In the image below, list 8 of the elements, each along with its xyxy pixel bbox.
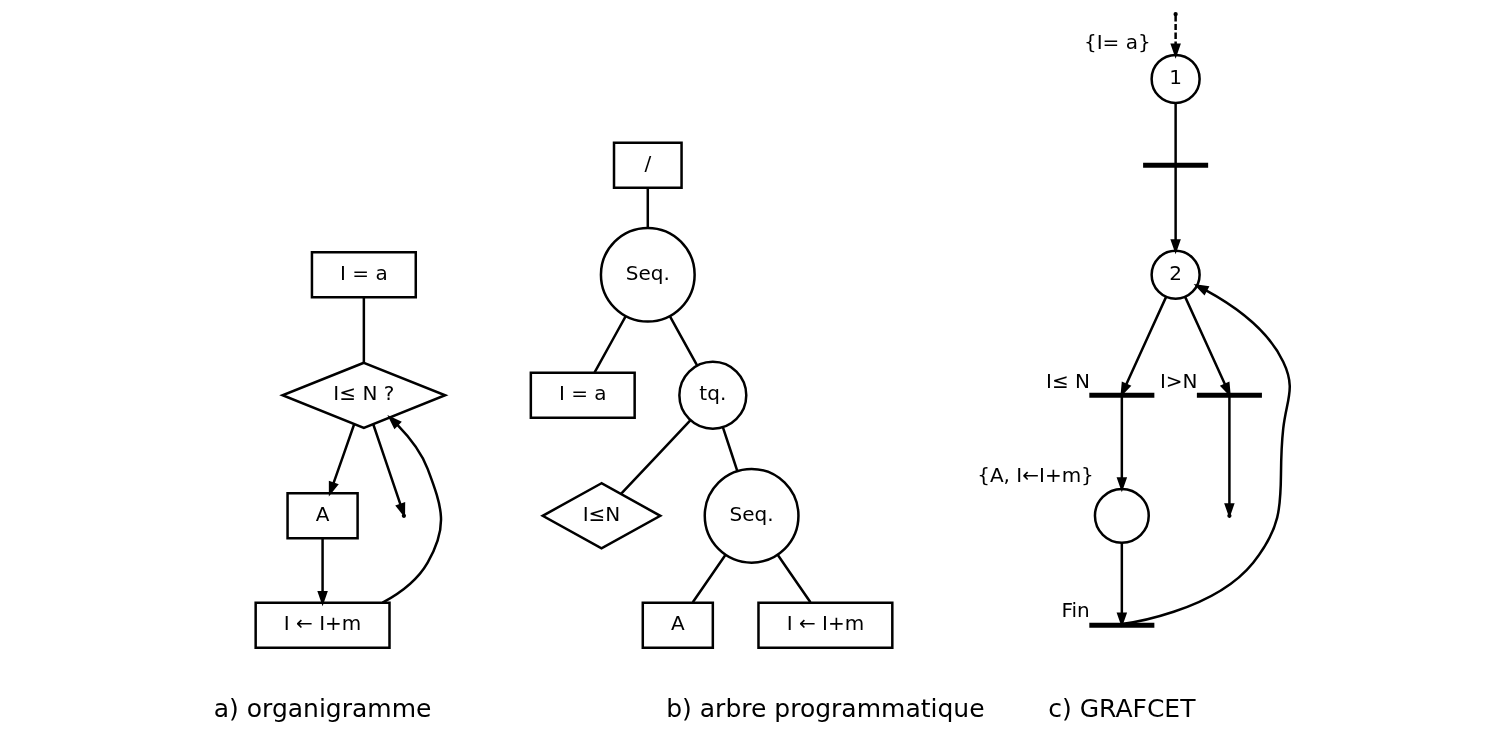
node-label: {A, I←I+m} xyxy=(977,463,1094,488)
label: b) arbre programmatique xyxy=(666,693,985,723)
label: a) organigramme xyxy=(213,693,432,723)
node-label: I≤ N xyxy=(1046,368,1091,393)
label: c) GRAFCET xyxy=(1048,693,1196,723)
node-label: {I= a} xyxy=(1083,29,1151,54)
node-label: Fin xyxy=(1061,598,1090,623)
node-label: I>N xyxy=(1159,368,1198,393)
